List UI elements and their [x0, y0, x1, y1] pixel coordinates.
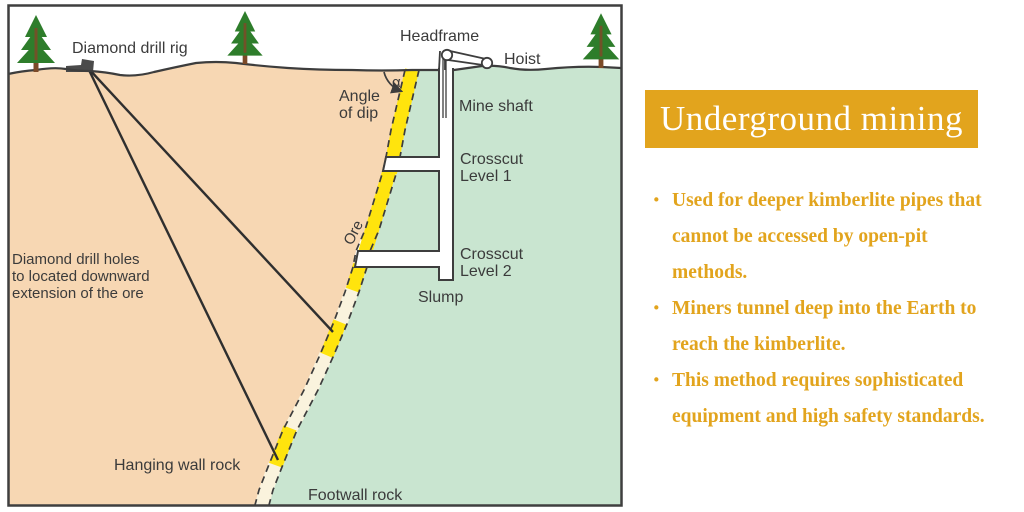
label-angle-of-dip-2: of dip: [339, 105, 378, 122]
bullet-line: Used for deeper kimberlite pipes that: [672, 190, 982, 211]
headframe-pulley-wheel: [440, 48, 454, 62]
ground-surface-line: [7, 60, 622, 77]
panel-title: Underground mining: [645, 90, 978, 148]
label-slump: Slump: [418, 289, 463, 306]
drill-hole-lines: [86, 67, 334, 461]
bullet-line: methods.: [672, 262, 748, 283]
label-hanging-wall-rock: Hanging wall rock: [114, 457, 241, 474]
bullet-item: · Miners tunnel deep into the Earth to r…: [645, 291, 1017, 363]
label-drill-holes-3: extension of the ore: [12, 285, 144, 302]
bullet-line: Miners tunnel deep into the Earth to: [672, 298, 977, 319]
drill-rig: [66, 59, 94, 72]
diagram-border: [7, 4, 623, 507]
label-diamond-drill-rig: Diamond drill rig: [72, 40, 188, 57]
label-crosscut1-line1: Crosscut: [460, 151, 524, 168]
bullet-dot: ·: [652, 365, 661, 394]
bullet-dot: ·: [652, 293, 661, 322]
pine-tree-icon: [17, 15, 55, 72]
footwall-rock-region: [269, 65, 621, 505]
hanging-wall-rock-region: [8, 62, 412, 505]
label-crosscut2-line2: Level 2: [460, 263, 512, 280]
bullet-line: This method requires sophisticated: [672, 370, 964, 391]
label-mine-shaft: Mine shaft: [459, 98, 533, 115]
mine-shaft-tunnel-walls: [353, 68, 454, 281]
label-crosscut1-line2: Level 1: [460, 168, 512, 185]
label-hoist: Hoist: [504, 51, 541, 68]
bullet-line: cannot be accessed by open-pit: [672, 226, 928, 247]
bullet-item: · This method requires sophisticated equ…: [645, 363, 1017, 435]
mining-diagram: Diamond drill rig Headframe Hoist Angle …: [7, 4, 623, 507]
bullet-list: · Used for deeper kimberlite pipes that …: [645, 183, 1017, 435]
label-crosscut2-line1: Crosscut: [460, 246, 524, 263]
label-angle-of-dip-1: Angle: [339, 88, 380, 105]
label-alpha: α: [392, 74, 401, 91]
bullet-dot: ·: [652, 185, 661, 214]
bullet-item: · Used for deeper kimberlite pipes that …: [645, 183, 1017, 291]
bullet-line: reach the kimberlite.: [672, 334, 846, 355]
angle-of-dip-arc: [383, 71, 404, 94]
label-drill-holes-2: to located downward: [12, 268, 150, 285]
pine-tree-icon: [227, 10, 263, 64]
ore-vein-edges: [254, 69, 420, 506]
bullet-line: equipment and high safety standards.: [672, 406, 985, 427]
label-headframe: Headframe: [400, 28, 479, 45]
hoist-wheel: [480, 56, 494, 70]
pine-tree-icon: [582, 13, 620, 68]
label-footwall-rock: Footwall rock: [308, 487, 403, 504]
label-drill-holes-1: Diamond drill holes: [12, 251, 140, 268]
